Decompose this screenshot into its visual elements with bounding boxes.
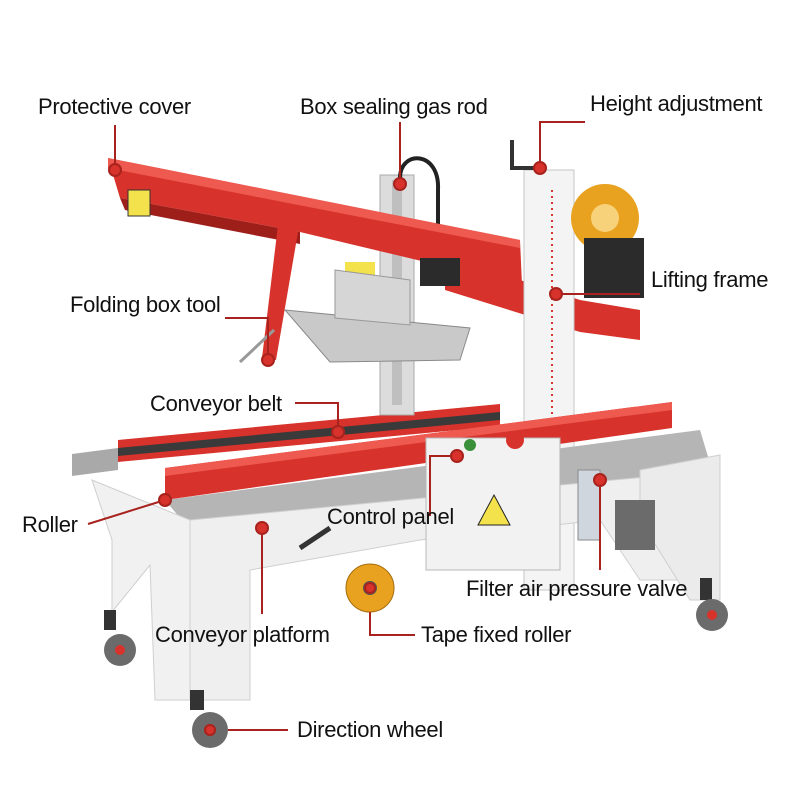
conveyor-platform-body <box>91 479 191 701</box>
label-folding-box-tool: Folding box tool <box>70 292 221 317</box>
label-control-panel: Control panel <box>327 504 454 529</box>
leader-tape-roller <box>369 612 415 636</box>
side-lid-plate <box>72 448 118 476</box>
platform-crank <box>298 525 332 551</box>
label-conveyor-platform: Conveyor platform <box>155 622 330 647</box>
warning-sticker <box>127 189 151 217</box>
leader-conveyor-belt <box>295 402 339 430</box>
caster-back-left <box>104 610 136 666</box>
height-adjust-crank <box>510 140 540 170</box>
leader-roller <box>87 499 166 525</box>
label-direction-wheel: Direction wheel <box>297 717 443 742</box>
carton-sealer-machine <box>72 140 728 748</box>
label-conveyor-belt: Conveyor belt <box>150 391 282 416</box>
label-lifting-frame: Lifting frame <box>651 267 769 292</box>
leader-height-adjustment <box>539 121 585 166</box>
caster-front-right <box>696 578 728 631</box>
label-box-sealing-gas-rod: Box sealing gas rod <box>300 94 488 119</box>
label-tape-fixed-roller: Tape fixed roller <box>421 622 572 647</box>
leader-folding-box-tool <box>225 317 269 358</box>
callouts <box>87 121 640 736</box>
protective-cover-arm <box>108 158 522 285</box>
label-protective-cover: Protective cover <box>38 94 191 119</box>
label-roller: Roller <box>22 512 78 537</box>
label-filter-air-pressure-valve: Filter air pressure valve <box>466 576 688 601</box>
air-hose <box>398 156 441 250</box>
leader-control-panel <box>429 455 455 516</box>
label-height-adjustment: Height adjustment <box>590 91 763 116</box>
